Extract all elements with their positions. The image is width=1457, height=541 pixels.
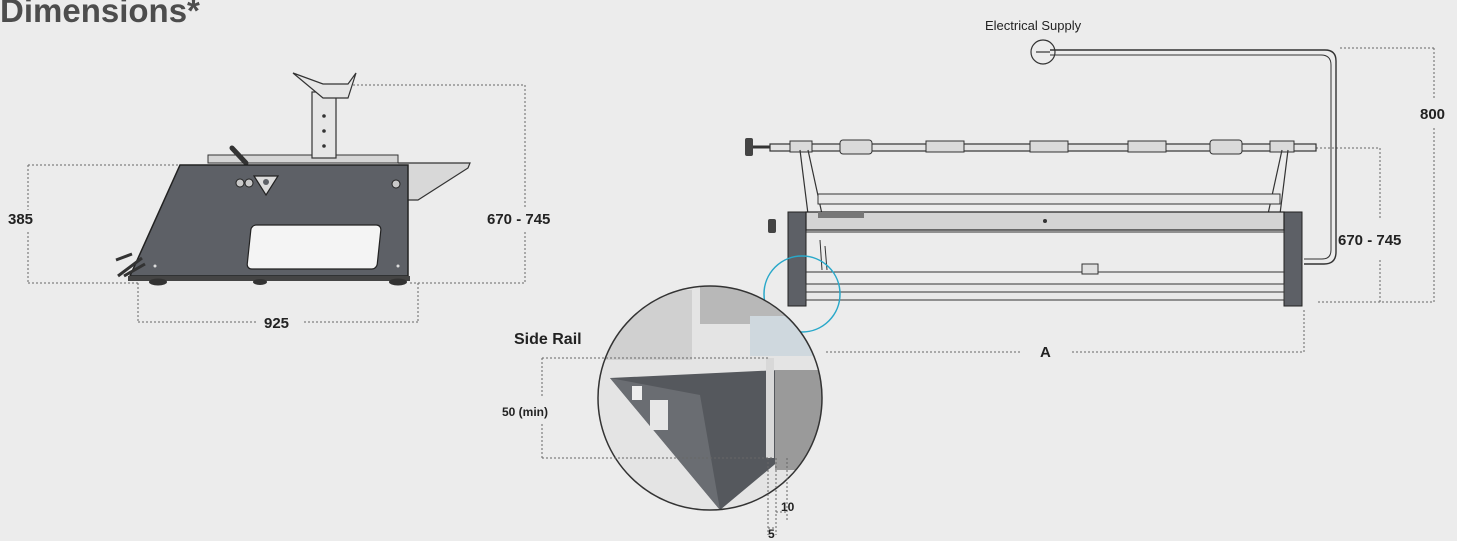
side-view-machine [27, 72, 526, 323]
side-view-length-label: 925 [264, 315, 290, 332]
supply-height-label: 800 [1420, 106, 1446, 123]
front-view-machine [745, 39, 1435, 353]
side-view-overall-height-label: 670 - 745 [487, 211, 551, 228]
rail-height-label: 50 (min) [502, 405, 549, 419]
side-rail-detail [541, 285, 823, 535]
offset-label: 5 [768, 527, 775, 541]
front-view-width-label: A [1040, 344, 1051, 361]
side-rail-title: Side Rail [514, 331, 582, 348]
gap-label: 10 [781, 500, 795, 514]
side-view-dimension-lines [27, 84, 526, 323]
page-title: Dimensions* [0, 0, 200, 29]
detail-highlight-circle [763, 255, 841, 333]
front-view-height-label: 670 - 745 [1338, 232, 1402, 249]
side-view-height-label: 385 [8, 211, 34, 228]
electrical-supply-label: Electrical Supply [985, 18, 1082, 33]
